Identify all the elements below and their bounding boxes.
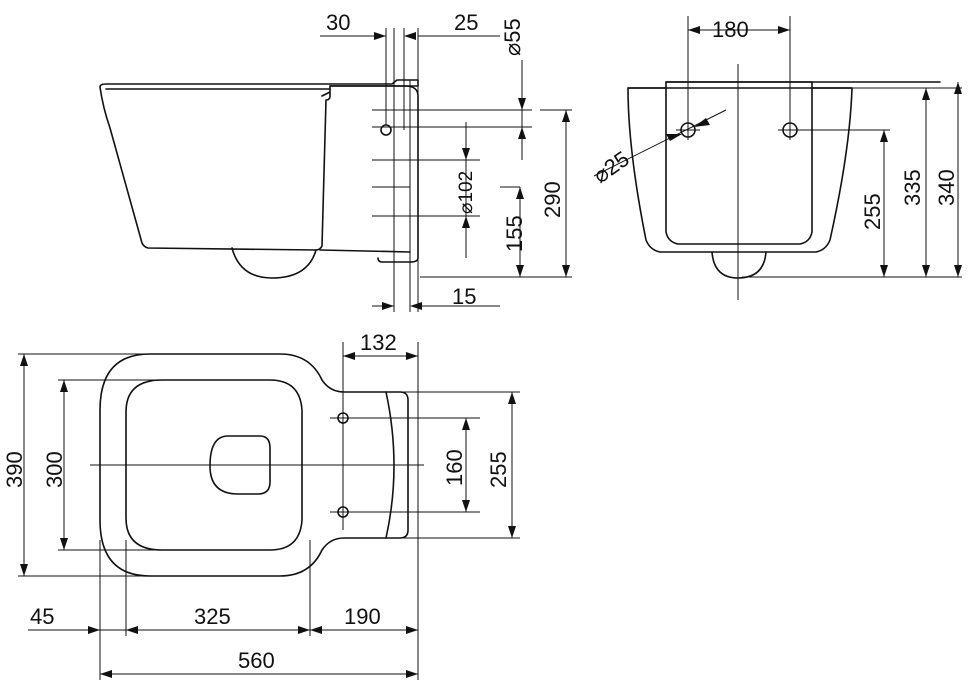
side-view-ref-lines bbox=[385, 28, 419, 312]
dim-15: 15 bbox=[452, 284, 476, 309]
side-view-bowl-outline bbox=[99, 79, 419, 251]
dim-160: 160 bbox=[442, 449, 467, 486]
dim-300: 300 bbox=[42, 451, 67, 488]
dim-45: 45 bbox=[30, 604, 54, 629]
dim-560: 560 bbox=[238, 648, 275, 673]
rear-view-inner-outline bbox=[665, 81, 813, 245]
top-view: 132 390 300 160 255 45 325 190 560 bbox=[2, 330, 520, 680]
top-view-outline bbox=[99, 353, 409, 577]
dim-25: 25 bbox=[454, 10, 478, 35]
dim-diameter-102: ⌀102 bbox=[456, 171, 477, 214]
rear-view-top-line bbox=[627, 81, 941, 89]
dim-340: 340 bbox=[934, 169, 959, 206]
dim-180: 180 bbox=[712, 17, 749, 42]
side-view-outlet bbox=[231, 247, 317, 279]
side-view-base-line bbox=[319, 249, 411, 253]
top-view-bowl-opening bbox=[209, 435, 271, 495]
side-view-h-lines bbox=[372, 109, 572, 278]
dim-diameter-25: ⌀25 bbox=[589, 146, 634, 188]
dim-325: 325 bbox=[194, 604, 231, 629]
dim-335: 335 bbox=[900, 169, 925, 206]
top-view-seat-inner bbox=[125, 379, 303, 551]
side-view-rear-plate bbox=[321, 85, 419, 263]
dim-190: 190 bbox=[344, 604, 381, 629]
dim-30: 30 bbox=[326, 10, 350, 35]
rear-view: 180 ⌀25 255 335 340 bbox=[589, 16, 962, 300]
dim-390: 390 bbox=[2, 451, 27, 488]
dim-132: 132 bbox=[360, 330, 397, 355]
dim-155: 155 bbox=[502, 215, 527, 252]
dim-290: 290 bbox=[540, 181, 565, 218]
dim-255-top: 255 bbox=[486, 451, 511, 488]
rear-view-outline bbox=[627, 87, 853, 253]
side-view: 30 25 ⌀55 ⌀102 155 290 15 bbox=[99, 10, 572, 312]
dim-255-rear: 255 bbox=[860, 193, 885, 230]
dim-diameter-55: ⌀55 bbox=[500, 18, 525, 56]
rear-view-outlet bbox=[711, 251, 767, 279]
